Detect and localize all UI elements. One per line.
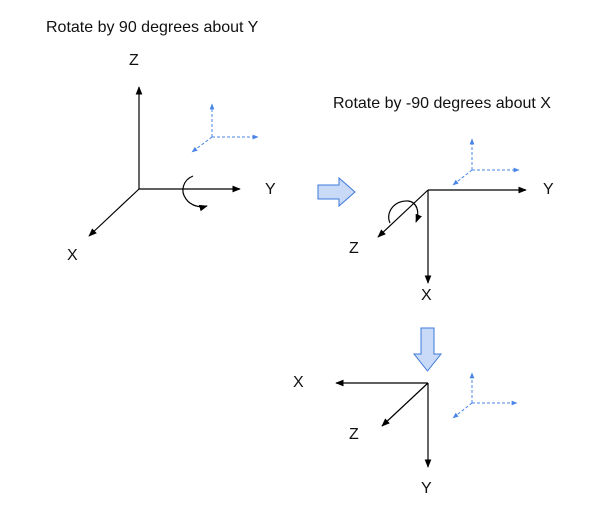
frame-2-x-label: X <box>421 287 432 304</box>
step-1-caption: Rotate by 90 degrees about Y <box>46 19 259 36</box>
frame-3-z-label: Z <box>349 426 359 443</box>
frame-2-y-label: Y <box>543 181 554 198</box>
transition-arrow-down-icon <box>412 327 443 372</box>
reference-frame-icon <box>452 138 520 186</box>
step-2-caption: Rotate by -90 degrees about X <box>333 95 551 112</box>
frame-1-z-label: Z <box>129 52 139 69</box>
frame-2-z-axis <box>377 189 429 238</box>
frame-1 <box>88 86 259 237</box>
rotation-arrow-icon <box>388 200 422 224</box>
frame-3 <box>335 372 518 468</box>
rotation-arrow-icon <box>182 175 208 212</box>
frame-2-z-label: Z <box>349 240 359 257</box>
frame-3-y-label: Y <box>421 480 432 497</box>
frame-1-x-axis <box>88 188 140 237</box>
frame-3-x-label: X <box>293 374 304 391</box>
frame-1-x-label: X <box>67 247 78 264</box>
frame-2 <box>377 138 527 284</box>
reference-frame-icon <box>452 372 518 419</box>
transition-arrow-right-icon <box>317 176 356 208</box>
reference-frame-icon <box>191 103 259 153</box>
frame-3-z-axis <box>381 382 429 427</box>
frame-1-y-label: Y <box>265 181 276 198</box>
